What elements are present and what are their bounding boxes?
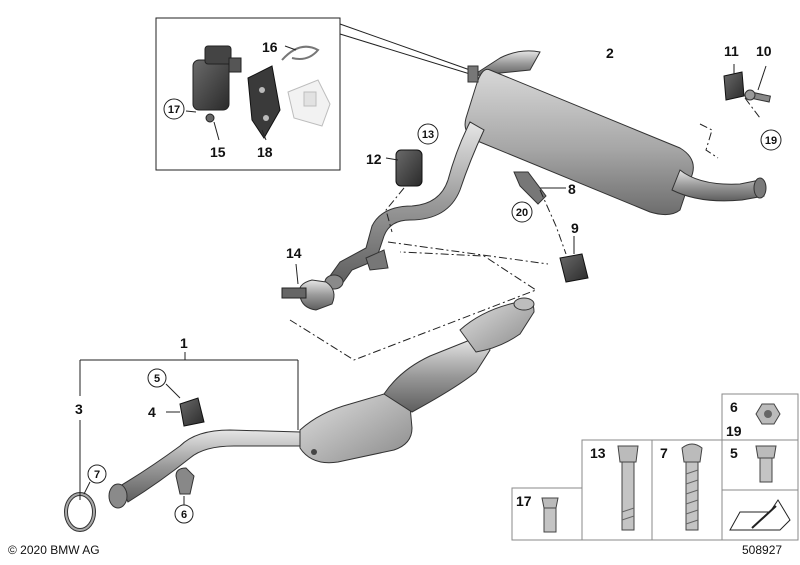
hanger-11-part	[723, 64, 745, 101]
callout-14: 14	[286, 245, 302, 261]
clip-part	[281, 45, 320, 61]
bracket-part	[247, 65, 281, 139]
assembly-bracket-1	[79, 352, 299, 500]
table-label-nut-6: 6	[730, 399, 738, 415]
callout-17: 17	[168, 104, 180, 116]
callout-20: 20	[516, 207, 528, 219]
callout-19-circle: 19	[760, 129, 782, 151]
callout-20-circle: 20	[511, 201, 533, 223]
short-bolt-5-icon	[755, 445, 777, 483]
callout-16: 16	[262, 39, 278, 55]
mount-ghost-part	[287, 79, 331, 127]
callout-7-circle: 7	[87, 464, 107, 484]
callout-7: 7	[94, 469, 100, 481]
callout-1: 1	[180, 335, 188, 351]
front-clamp-part	[175, 467, 195, 506]
callout-11: 11	[724, 43, 739, 59]
long-bolt-7-icon	[681, 443, 703, 531]
copyright-text: © 2020 BMW AG	[8, 543, 100, 557]
assembly-guide-lines	[289, 97, 761, 361]
table-label-bolt-17: 17	[516, 493, 532, 509]
callout-18: 18	[257, 144, 273, 160]
callout-8: 8	[568, 181, 576, 197]
table-label-bolt-5: 5	[730, 445, 738, 461]
callout-4: 4	[148, 404, 156, 420]
table-label-bolt-13: 13	[590, 445, 606, 461]
long-bolt-13-icon	[617, 445, 639, 531]
callout-6-circle: 6	[174, 504, 194, 524]
callout-12: 12	[366, 151, 382, 167]
short-bolt-17-icon	[541, 497, 559, 533]
callout-17-circle: 17	[163, 98, 185, 120]
bracket-8-part	[513, 171, 566, 205]
callout-2: 2	[606, 45, 614, 61]
callout-13-circle: 13	[417, 123, 439, 145]
rubber-mount-part	[385, 149, 423, 187]
rear-muffler	[324, 50, 767, 290]
hanger-9-part	[559, 236, 589, 283]
callout-9: 9	[571, 220, 579, 236]
front-hanger-part	[165, 383, 205, 427]
table-label-bolt-7: 7	[660, 445, 668, 461]
callout-6: 6	[181, 509, 187, 521]
callout-13: 13	[422, 129, 434, 141]
callout-19: 19	[765, 135, 777, 147]
callout-5-circle: 5	[147, 368, 167, 388]
inset-detail-box	[155, 17, 471, 171]
pipe-clamp-part	[281, 263, 335, 311]
callout-15: 15	[210, 144, 226, 160]
front-pipe-assembly	[108, 297, 535, 509]
hex-nut-icon	[755, 403, 781, 425]
callout-3: 3	[75, 401, 83, 417]
direction-arrow-icon	[729, 499, 791, 531]
cell-bolt-13	[581, 439, 653, 541]
parts-table: 6 19 13 7 5 17	[511, 393, 799, 541]
table-label-nut-19: 19	[726, 423, 742, 439]
bolt-10-part	[744, 65, 771, 103]
callout-10: 10	[756, 43, 772, 59]
callout-5: 5	[154, 373, 160, 385]
diagram-id-text: 508927	[742, 543, 782, 557]
actuator-part	[192, 45, 242, 123]
